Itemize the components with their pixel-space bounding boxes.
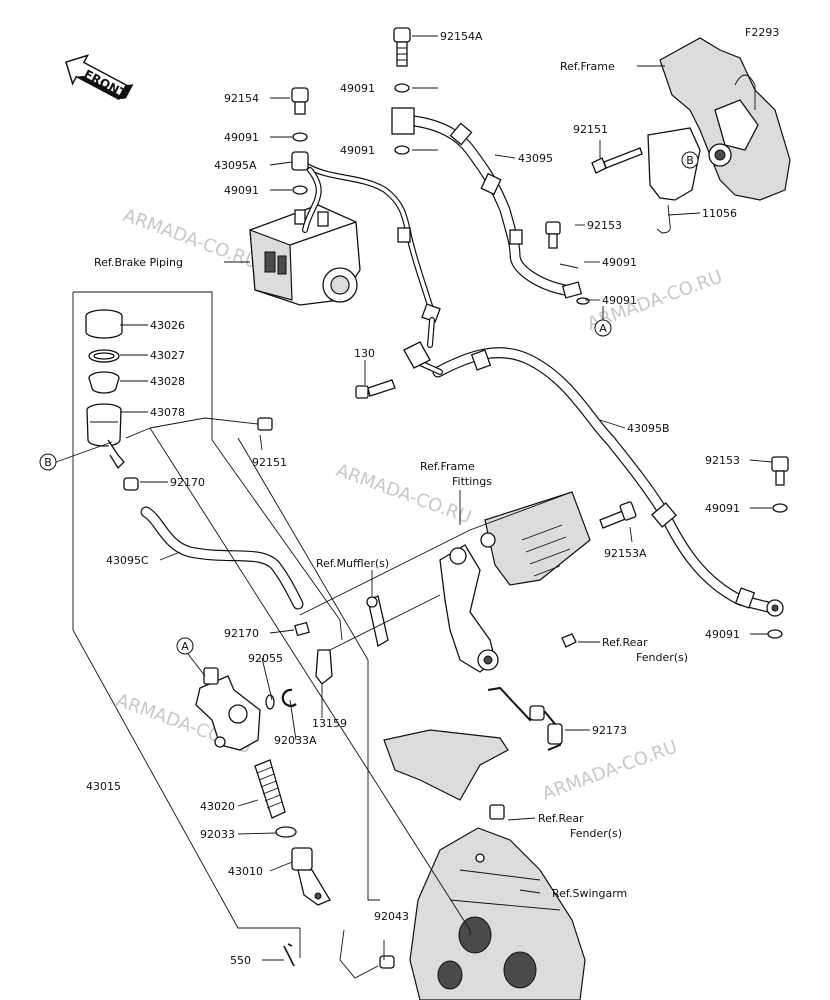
ref-rear-fender-b1: Ref.Rear xyxy=(538,812,584,825)
label-49091-d: 49091 xyxy=(224,184,259,197)
callout-a-left-label: A xyxy=(181,640,189,653)
label-49091-h: 49091 xyxy=(705,628,740,641)
ref-rear-fender-a1: Ref.Rear xyxy=(602,636,648,649)
label-92173: 92173 xyxy=(592,724,627,737)
hose-43095 xyxy=(391,107,583,299)
ref-rear-fender-a2: Fender(s) xyxy=(636,651,688,664)
label-92170-b: 92170 xyxy=(224,627,259,640)
watermark-5: ARMADA-CO.RU xyxy=(540,736,681,804)
callout-b-top xyxy=(681,151,699,169)
label-43020: 43020 xyxy=(200,800,235,813)
hose-43095C xyxy=(140,506,304,610)
label-92043: 92043 xyxy=(374,910,409,923)
ref-muffler: Ref.Muffler(s) xyxy=(316,557,389,570)
label-49091-f: 49091 xyxy=(602,294,637,307)
label-92154: 92154 xyxy=(224,92,259,105)
callouts: B A B A xyxy=(39,151,699,677)
label-49091-g: 49091 xyxy=(705,502,740,515)
ref-frame-fittings-1: Ref.Frame xyxy=(420,460,475,473)
label-43095B: 43095B xyxy=(627,422,670,435)
label-92055: 92055 xyxy=(248,652,283,665)
frame-bracket xyxy=(647,37,791,234)
rear-fender-bracket xyxy=(383,633,577,820)
label-43010: 43010 xyxy=(228,865,263,878)
label-92154A: 92154A xyxy=(440,30,483,43)
label-92151-a: 92151 xyxy=(573,123,608,136)
hardware-top xyxy=(291,27,789,639)
ref-rear-fender-b2: Fender(s) xyxy=(570,827,622,840)
label-43015: 43015 xyxy=(86,780,121,793)
label-43028: 43028 xyxy=(150,375,185,388)
ref-brake-piping: Ref.Brake Piping xyxy=(94,256,183,269)
ref-frame: Ref.Frame xyxy=(560,60,615,73)
reservoir-stack xyxy=(85,309,273,491)
label-49091-c: 49091 xyxy=(340,144,375,157)
part-labels: 92154A 92154 49091 49091 49091 43095A 49… xyxy=(86,30,740,967)
callout-b-left-label: B xyxy=(44,456,52,469)
label-43026: 43026 xyxy=(150,319,185,332)
diagram-code: F2293 xyxy=(745,26,779,39)
label-43027: 43027 xyxy=(150,349,185,362)
label-92033A: 92033A xyxy=(274,734,317,747)
label-92151-b: 92151 xyxy=(252,456,287,469)
leader-lines xyxy=(120,35,773,961)
callout-a-left xyxy=(176,637,194,655)
hose-43095B xyxy=(403,341,784,617)
label-43078: 43078 xyxy=(150,406,185,419)
label-43095C: 43095C xyxy=(106,554,149,567)
label-550: 550 xyxy=(230,954,251,967)
footrest-bracket xyxy=(366,491,591,673)
label-49091-a: 49091 xyxy=(340,82,375,95)
ref-frame-fittings-2: Fittings xyxy=(452,475,492,488)
label-92033: 92033 xyxy=(200,828,235,841)
label-43095: 43095 xyxy=(518,152,553,165)
front-arrow-icon: FRONT xyxy=(65,54,134,101)
label-92170-a: 92170 xyxy=(170,476,205,489)
master-cylinder xyxy=(195,621,395,969)
label-13159: 13159 xyxy=(312,717,347,730)
label-92153-b: 92153 xyxy=(705,454,740,467)
label-92153-a: 92153 xyxy=(587,219,622,232)
label-49091-b: 49091 xyxy=(224,131,259,144)
ref-swingarm: Ref.Swingarm xyxy=(552,887,627,900)
bolt-92154A xyxy=(393,27,411,43)
abs-unit xyxy=(249,204,361,306)
brake-pipes-upper xyxy=(302,162,441,348)
callout-a-top-label: A xyxy=(599,322,607,335)
label-43095A: 43095A xyxy=(214,159,257,172)
callout-b-top-label: B xyxy=(686,154,694,167)
swingarm xyxy=(409,827,586,1000)
label-92153A: 92153A xyxy=(604,547,647,560)
label-11056: 11056 xyxy=(702,207,737,220)
front-label: FRONT xyxy=(82,67,130,101)
label-49091-e: 49091 xyxy=(602,256,637,269)
label-130: 130 xyxy=(354,347,375,360)
group-outlines xyxy=(72,291,573,979)
